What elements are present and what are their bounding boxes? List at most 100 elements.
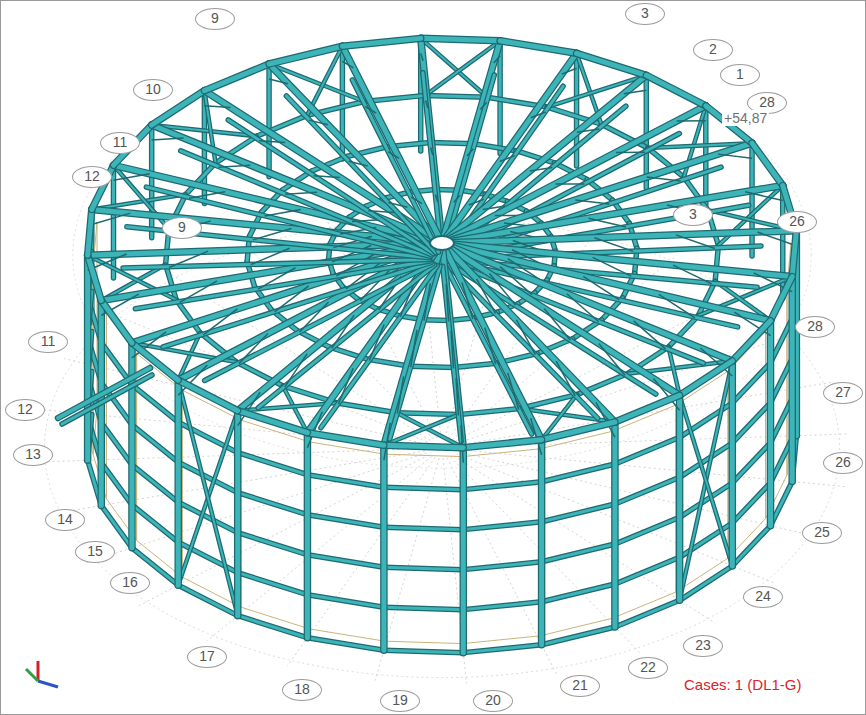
- member-line: [459, 408, 520, 414]
- guide-line: [388, 202, 407, 207]
- member-outline: [454, 231, 796, 243]
- member-outline: [463, 562, 541, 570]
- wall-panel: [241, 420, 310, 629]
- member-outline: [732, 483, 770, 523]
- member-outline: [178, 585, 237, 615]
- member-line: [463, 440, 541, 448]
- member-outline: [132, 505, 178, 542]
- member-line: [615, 437, 680, 464]
- member-line: [732, 363, 770, 403]
- member-line: [448, 249, 615, 422]
- member-outline: [500, 41, 576, 54]
- member-line: [732, 321, 770, 361]
- member-outline: [178, 380, 237, 615]
- guide-line: [152, 138, 184, 140]
- member-line: [337, 403, 397, 413]
- guide-line: [673, 265, 712, 284]
- grid-bubble: 21: [560, 675, 600, 697]
- guide-line: [469, 199, 484, 205]
- grid-number: 3: [641, 5, 649, 21]
- member-outline: [421, 38, 488, 97]
- grid-bubble: 20: [473, 690, 513, 712]
- guide-line: [577, 129, 599, 132]
- member-outline: [542, 464, 615, 482]
- guide-line: [659, 294, 695, 318]
- guide-line: [454, 195, 460, 202]
- grid-number: 26: [789, 213, 805, 229]
- member-line: [542, 544, 615, 562]
- guide-line: [92, 213, 131, 224]
- member-line: [443, 250, 464, 447]
- grid-bubble: 10: [133, 79, 173, 101]
- member-outline: [463, 482, 541, 490]
- member-outline: [88, 209, 92, 255]
- member-outline: [542, 544, 615, 562]
- member-line: [384, 487, 463, 489]
- member-line: [305, 433, 310, 638]
- member-outline: [542, 504, 615, 522]
- y-axis: [26, 669, 38, 681]
- grid-bubble: 16: [110, 572, 150, 594]
- member-outline: [101, 423, 132, 465]
- guide-line: [85, 453, 426, 563]
- member-line: [677, 395, 682, 600]
- member-outline: [788, 277, 796, 482]
- member-line: [454, 231, 796, 243]
- grid-number: 25: [814, 524, 830, 540]
- member-line: [463, 482, 541, 490]
- grid-bubble: 3: [625, 3, 665, 25]
- member-outline: [84, 255, 92, 460]
- member-outline: [767, 321, 775, 526]
- guide-line: [467, 149, 473, 156]
- grid-bubble: 12: [72, 166, 112, 188]
- member-line: [790, 277, 795, 482]
- grid-bubble: 9: [195, 8, 235, 30]
- guide-line: [431, 147, 433, 155]
- member-outline: [307, 515, 383, 528]
- member-line: [381, 445, 386, 650]
- guide-line: [365, 106, 376, 113]
- grid-number: 12: [17, 401, 33, 417]
- member-line: [732, 403, 770, 443]
- grid-number: 28: [807, 318, 823, 334]
- guide-line: [589, 218, 626, 227]
- grid-number: 22: [640, 659, 656, 675]
- guide-line: [338, 368, 353, 404]
- guide-line: [332, 315, 354, 348]
- member-outline: [771, 277, 793, 321]
- member-outline: [238, 616, 308, 638]
- member-line: [238, 453, 308, 475]
- grid-number: 17: [199, 648, 215, 664]
- guide-line: [594, 238, 633, 252]
- grid-bubble: 22: [628, 657, 668, 679]
- member-outline: [238, 493, 308, 515]
- member-outline: [792, 231, 796, 277]
- guide-line: [259, 141, 285, 143]
- member-line: [680, 361, 733, 395]
- member-outline: [463, 602, 541, 610]
- member-outline: [463, 440, 541, 448]
- member-line: [384, 650, 463, 652]
- grid-number: 23: [695, 637, 711, 653]
- member-line: [542, 584, 615, 602]
- grid-number: 20: [485, 692, 501, 708]
- member-outline: [352, 80, 438, 252]
- member-outline: [384, 527, 463, 529]
- guide-line: [544, 308, 570, 340]
- guide-line: [368, 211, 394, 213]
- member-line: [542, 627, 615, 645]
- guide-line: [745, 192, 782, 201]
- member-line: [443, 266, 461, 441]
- guide-line: [500, 156, 515, 162]
- member-outline: [111, 165, 117, 278]
- grid-bubble: 25: [802, 522, 842, 544]
- member-line: [615, 557, 680, 584]
- member-outline: [615, 517, 680, 544]
- grid-bubble: 15: [75, 541, 115, 563]
- member-line: [101, 506, 132, 548]
- guide-line: [516, 320, 535, 355]
- case-label: Cases: 1 (DL1-G): [682, 676, 804, 693]
- guide-line: [342, 61, 353, 68]
- member-outline: [445, 266, 531, 434]
- member-outline: [615, 477, 680, 504]
